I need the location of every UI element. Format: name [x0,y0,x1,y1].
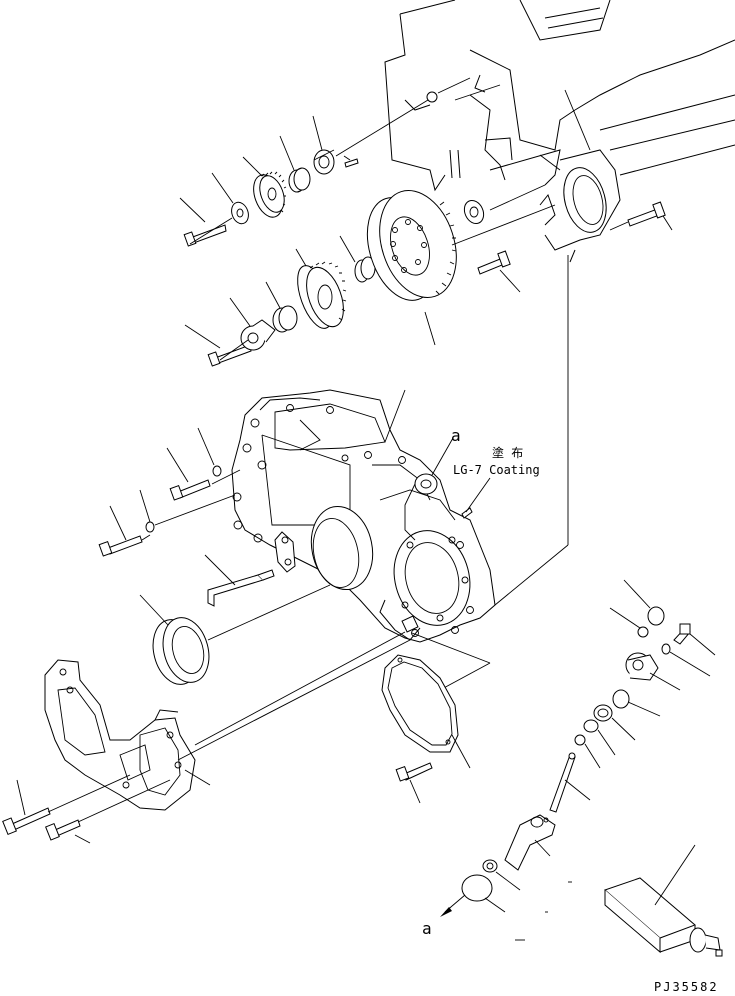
gauge-bracket-link [274,531,296,573]
coating-label-en: LG-7 Coating [453,463,540,477]
idler-shaft-lower [240,319,276,351]
cover-bolt-long [98,535,143,557]
cover-bolt-leaders [109,427,215,541]
leader-lines-upper [179,115,351,223]
idler-gear-bolt-upper [183,224,227,247]
engine-block-housing [384,0,735,263]
sensor-washer-2 [661,643,671,655]
cover-pump-bore [393,530,471,626]
cover-seal-bore [310,505,374,591]
crank-front-oil-seal [563,167,607,233]
support-bolt-long [2,807,51,836]
pump-cover-gasket [381,654,459,753]
front-engine-support [44,659,196,811]
plug-block-top [426,91,438,103]
thrust-washer [463,199,485,225]
bushing-upper [288,167,311,193]
tach-drive-cap [461,874,493,902]
cover-lower-flange [379,599,421,641]
sensor-nut [593,704,613,722]
tach-drive-nut [482,859,498,873]
idler-gear-lower [297,261,347,329]
idler-washer-upper [231,201,249,225]
bushing-idler-2 [354,256,376,283]
drawing-number: PJ35582 [654,980,719,994]
special-tool-adapter [604,877,723,957]
coating-label-jp: 塗 布 [492,445,523,460]
bushing-lower [272,305,298,333]
cover-filler-boss [404,473,438,541]
front-crank-oil-seal [152,617,210,685]
cover-bolt-upper [169,479,211,501]
front-timing-cover [231,389,496,643]
leader-lines-lower-gears [184,207,673,349]
idler-shaft-upper [313,149,335,175]
plug-cap [647,606,665,626]
cover-washer-upper [212,465,222,477]
coating-point-stud [461,507,473,519]
idler-gear-upper [253,171,287,218]
support-bolt-short [45,819,81,841]
cover-leader-lines [384,255,569,691]
dowel-pin [344,158,359,168]
sensor-spacer [583,719,599,733]
tach-drive-shaft [549,752,576,813]
crank-gear [366,190,457,301]
callout-a-bottom: a [422,919,432,938]
crank-gear-bolt [477,250,511,275]
tach-drive-housing [504,814,556,871]
sensor-washer-small [637,626,649,638]
callout-a-top: a [451,426,461,445]
gauge-bracket [207,569,275,607]
reference-arrow-a [440,894,466,917]
cover-washer-long [145,521,155,533]
gasket-bolt [395,762,433,782]
sensor-housing [625,652,659,681]
block-bolt-right [627,201,666,227]
sensor-clip [574,734,586,746]
idler-gear-bolt-lower [207,344,252,367]
sensor-o-ring [612,689,630,709]
sensor-bolt [673,623,691,645]
